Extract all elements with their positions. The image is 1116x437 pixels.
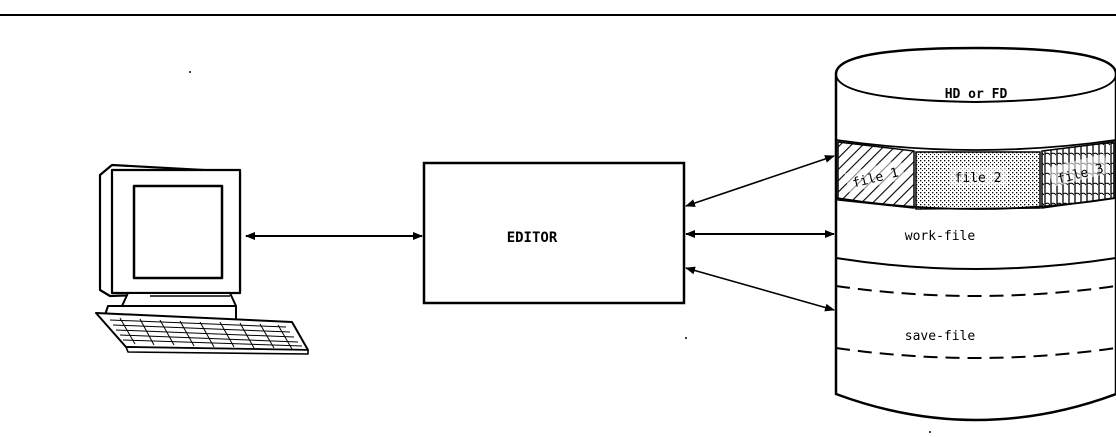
editor-box: EDITOR — [424, 163, 684, 303]
editor-label: EDITOR — [507, 230, 558, 246]
computer-icon — [96, 165, 308, 354]
file-3-block: file 3 — [1042, 142, 1114, 208]
file-2-block: file 2 — [916, 152, 1040, 209]
arrow-editor-save-file — [686, 268, 834, 310]
speck — [685, 337, 687, 339]
disk-title: HD or FD — [945, 87, 1008, 102]
file-2-label: file 2 — [955, 171, 1002, 186]
disk-cylinder-icon: HD or FD file 1 file 2 file 3 work-file — [836, 48, 1116, 420]
arrow-editor-files — [686, 156, 834, 206]
save-file-label: save-file — [905, 329, 976, 344]
file-1-block: file 1 — [838, 142, 914, 208]
speck — [189, 71, 191, 73]
speck — [929, 431, 931, 433]
work-file-label: work-file — [905, 229, 976, 244]
